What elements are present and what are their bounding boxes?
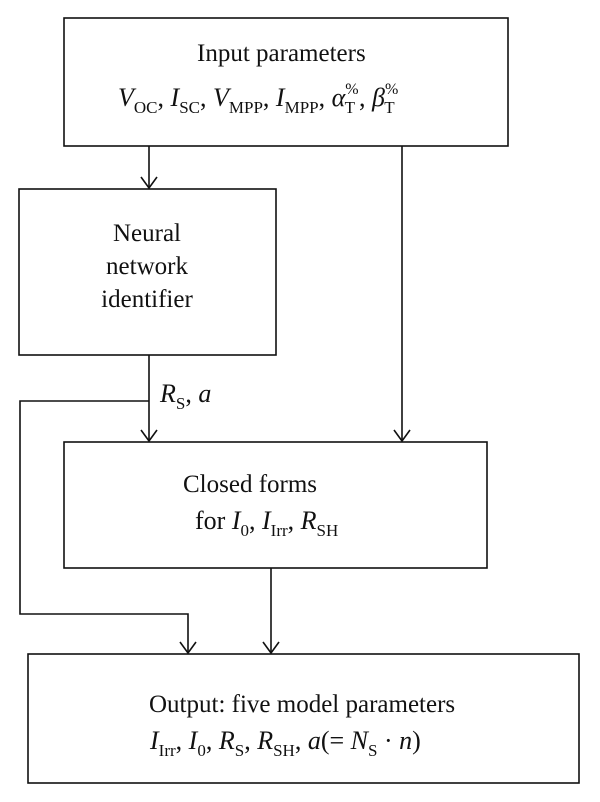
closed-irr-sub: Irr: [271, 521, 288, 540]
output-ns-base: N: [350, 726, 370, 755]
closed-forms-title: Closed forms: [183, 471, 317, 498]
input-beta-sub: T: [384, 98, 395, 117]
neural-network-line-1: Neural: [113, 220, 181, 247]
input-impp-sub: MPP: [285, 98, 319, 117]
rs-label-sub: S: [176, 394, 185, 413]
input-box-title: Input parameters: [197, 40, 366, 67]
output-n-base: n: [399, 726, 412, 755]
arrow-input-to-closed-forms: [393, 146, 411, 443]
neural-network-line-3: identifier: [101, 286, 193, 313]
neural-network-line-2: network: [106, 253, 188, 280]
output-box-title: Output: five model parameters: [149, 691, 455, 718]
input-voc-sub: OC: [134, 98, 158, 117]
closed-irr-base: I: [261, 506, 272, 535]
arrow-neural-to-closed-forms: [140, 355, 158, 443]
input-alpha-sup: %: [345, 81, 358, 98]
output-parameter-list: IIrr, I0, RS, RSH, a(= NS · n): [149, 726, 421, 760]
closed-separator-2: ,: [288, 506, 301, 535]
input-alpha-base: α: [332, 83, 347, 112]
rs-label-base: R: [159, 379, 176, 408]
closed-separator-1: ,: [249, 506, 262, 535]
closed-forms-prefix: for: [195, 506, 232, 535]
input-parameter-list: VOC, ISC, VMPP, IMPP, α%T, β%T: [118, 81, 398, 117]
output-i0-base: I: [188, 726, 199, 755]
output-dot: ·: [377, 726, 399, 755]
output-separator-2: ,: [206, 726, 219, 755]
neural-network-box: [18, 188, 277, 356]
rs-a-separator: ,: [185, 379, 198, 408]
output-box: [27, 653, 580, 784]
input-parameters-box: [63, 17, 509, 147]
a-label: a: [198, 379, 211, 408]
branch-neural-to-output: [19, 400, 197, 655]
output-a-base: a: [308, 726, 321, 755]
input-separator-2: ,: [200, 83, 213, 112]
arrow-input-to-neural: [140, 146, 158, 190]
input-beta-base: β: [371, 83, 385, 112]
input-separator-3: ,: [263, 83, 276, 112]
input-voc-base: V: [118, 83, 137, 112]
input-alpha-sub: T: [345, 98, 356, 117]
input-separator-4: ,: [319, 83, 332, 112]
arrow-closed-forms-to-output: [262, 568, 280, 655]
output-ns-sub: S: [368, 741, 377, 760]
closed-forms-parameters: for I0, IIrr, RSH: [195, 506, 338, 540]
input-impp-base: I: [275, 83, 286, 112]
closed-rsh-base: R: [300, 506, 317, 535]
input-vmpp-base: V: [213, 83, 232, 112]
output-separator-3: ,: [244, 726, 257, 755]
input-separator-1: ,: [158, 83, 171, 112]
output-i0-sub: 0: [197, 741, 206, 760]
output-rs-sub: S: [235, 741, 244, 760]
closed-rsh-sub: SH: [317, 521, 339, 540]
closed-i0-base: I: [231, 506, 242, 535]
input-isc-base: I: [170, 83, 181, 112]
output-rsh-sub: SH: [273, 741, 295, 760]
input-isc-sub: SC: [179, 98, 200, 117]
output-separator-1: ,: [176, 726, 189, 755]
output-irr-sub: Irr: [159, 741, 176, 760]
input-separator-5: ,: [359, 83, 372, 112]
input-vmpp-sub: MPP: [229, 98, 263, 117]
closed-i0-sub: 0: [241, 521, 250, 540]
output-irr-base: I: [149, 726, 160, 755]
output-rs-base: R: [218, 726, 235, 755]
output-rsh-base: R: [256, 726, 273, 755]
rs-a-label: RS, a: [159, 379, 211, 413]
output-separator-4: ,: [295, 726, 308, 755]
output-close-paren: ): [412, 726, 421, 755]
input-beta-sup: %: [385, 81, 398, 98]
output-open-paren: (=: [321, 726, 351, 755]
closed-forms-box: [63, 441, 488, 569]
